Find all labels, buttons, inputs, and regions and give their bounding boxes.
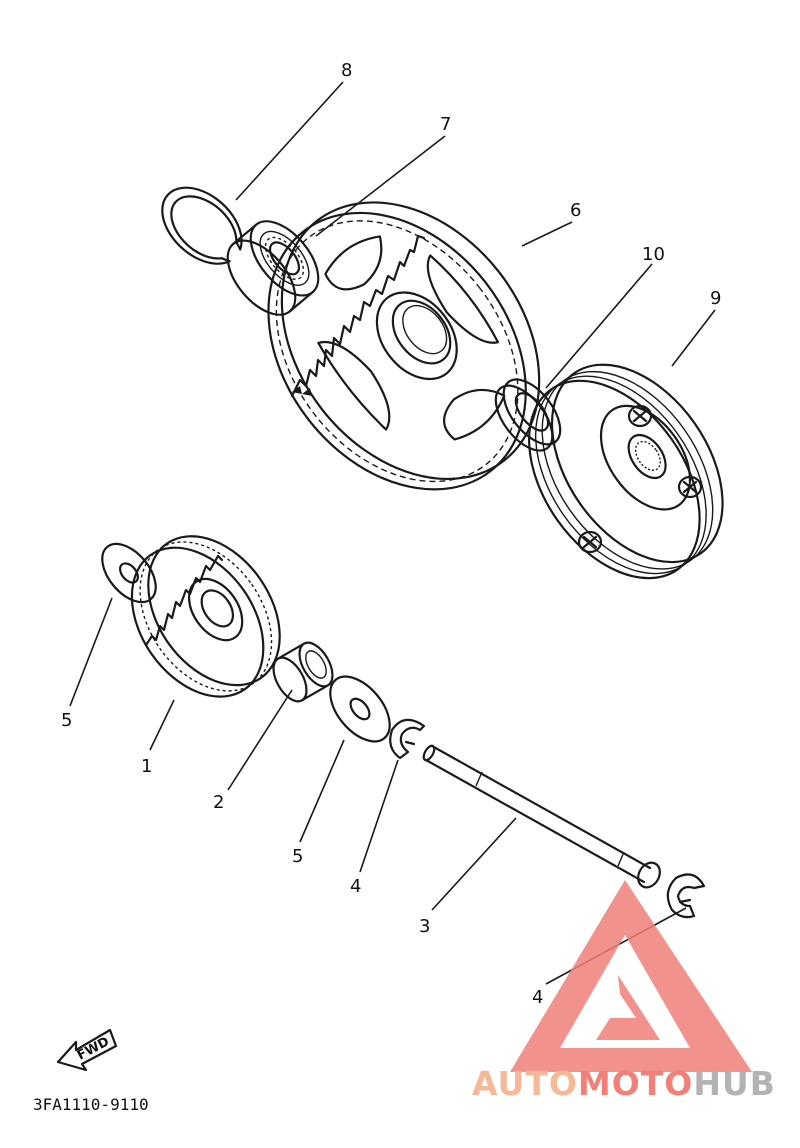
shaft-part-3	[422, 744, 661, 889]
callout-3: 3	[419, 916, 430, 937]
svg-text:AUTOMOTOHUB: AUTOMOTOHUB	[472, 1064, 776, 1103]
bushing-part-2	[272, 641, 334, 703]
starter-wheel-gear-part-6	[267, 201, 541, 491]
circlip-part-8	[161, 186, 243, 265]
callout-4-lower: 4	[532, 987, 543, 1008]
watermark-moto: MOTO	[578, 1064, 693, 1103]
watermark-auto: AUTO	[472, 1064, 578, 1103]
gear-teeth-part-6	[290, 234, 426, 398]
fwd-arrow-icon: FWD	[56, 1028, 118, 1072]
callout-8: 8	[341, 60, 352, 81]
washer-part-5-upper	[101, 542, 157, 604]
gear-teeth-part-1	[144, 554, 224, 647]
callout-4-upper: 4	[350, 876, 361, 897]
clutch-screws-part-9	[577, 404, 703, 554]
callout-5-lower: 5	[292, 846, 303, 867]
e-clip-part-4-lower	[666, 873, 706, 919]
callout-labels: 8 7 6 10 9 5 1 2 5 4 3 4	[61, 60, 721, 1008]
callout-5-upper: 5	[61, 710, 72, 731]
watermark-text: AUTOMOTOHUB	[472, 1064, 776, 1103]
callout-7: 7	[440, 114, 451, 135]
callout-10: 10	[642, 244, 665, 265]
diagram-code: 3FA1110-9110	[33, 1095, 149, 1114]
watermark-logo-icon	[510, 880, 752, 1072]
washer-part-5-lower	[329, 675, 391, 743]
callout-2: 2	[213, 792, 224, 813]
callout-6: 6	[570, 200, 581, 221]
one-way-clutch-part-9	[527, 363, 724, 580]
collar-part-10	[494, 378, 562, 452]
watermark-hub: HUB	[693, 1064, 776, 1103]
idle-gear-part-1	[130, 535, 281, 698]
e-clip-part-4-upper	[389, 718, 426, 760]
callout-9: 9	[710, 288, 721, 309]
callout-1: 1	[141, 756, 152, 777]
